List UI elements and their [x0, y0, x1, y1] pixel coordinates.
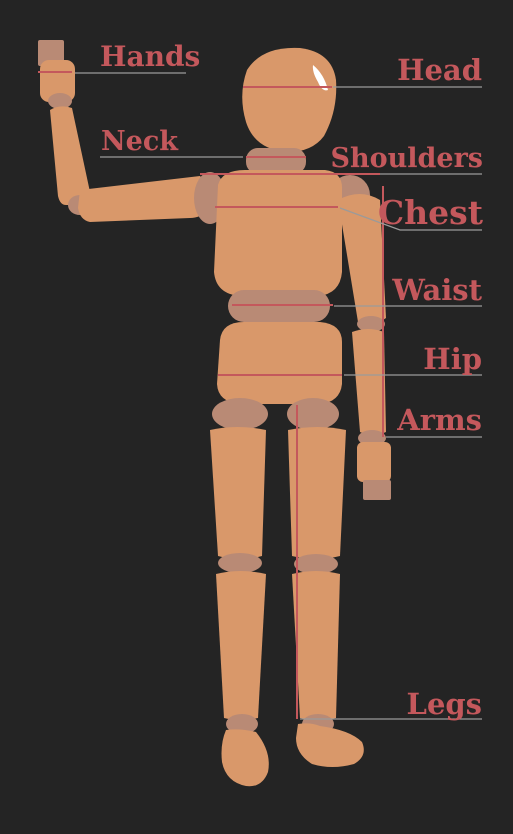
label-neck: Neck — [101, 126, 179, 157]
right-knee-joint — [294, 554, 338, 574]
head — [242, 47, 337, 152]
label-chest: Chest — [377, 193, 483, 232]
raised-hand — [40, 60, 75, 102]
label-legs: Legs — [406, 687, 482, 721]
chest-block — [214, 170, 343, 296]
leader-lines — [75, 72, 482, 720]
label-head: Head — [397, 53, 482, 87]
torso — [214, 170, 343, 404]
legs — [210, 398, 364, 787]
right-foot — [296, 723, 364, 767]
right-hip-joint — [287, 398, 339, 430]
right-hand-tip — [363, 480, 391, 500]
left-shin — [216, 571, 266, 720]
raised-wrist-joint — [48, 93, 72, 109]
label-hands: Hands — [100, 40, 201, 73]
raised-hand-wrist — [38, 40, 64, 66]
left-ankle-joint — [226, 714, 258, 734]
right-forearm — [352, 329, 386, 435]
raised-forearm — [50, 106, 90, 205]
neck — [246, 148, 306, 174]
head-group — [242, 47, 337, 174]
label-waist: Waist — [392, 273, 482, 307]
label-shoulders: Shoulders — [330, 143, 483, 174]
label-arms: Arms — [397, 403, 482, 437]
left-foot — [221, 729, 269, 787]
chest-leader — [339, 207, 482, 231]
left-thigh — [210, 427, 266, 559]
right-elbow-joint — [357, 316, 385, 332]
hip-block — [217, 322, 342, 404]
label-hip: Hip — [423, 342, 482, 376]
right-hand — [357, 442, 391, 482]
right-upper-arm — [338, 194, 386, 325]
left-hip-joint — [212, 398, 268, 430]
right-thigh — [288, 427, 346, 559]
head-highlight — [312, 65, 328, 91]
measurement-lines — [38, 71, 384, 719]
right-shin — [292, 571, 340, 720]
left-knee-joint — [218, 553, 262, 573]
raised-upper-arm — [78, 176, 211, 222]
